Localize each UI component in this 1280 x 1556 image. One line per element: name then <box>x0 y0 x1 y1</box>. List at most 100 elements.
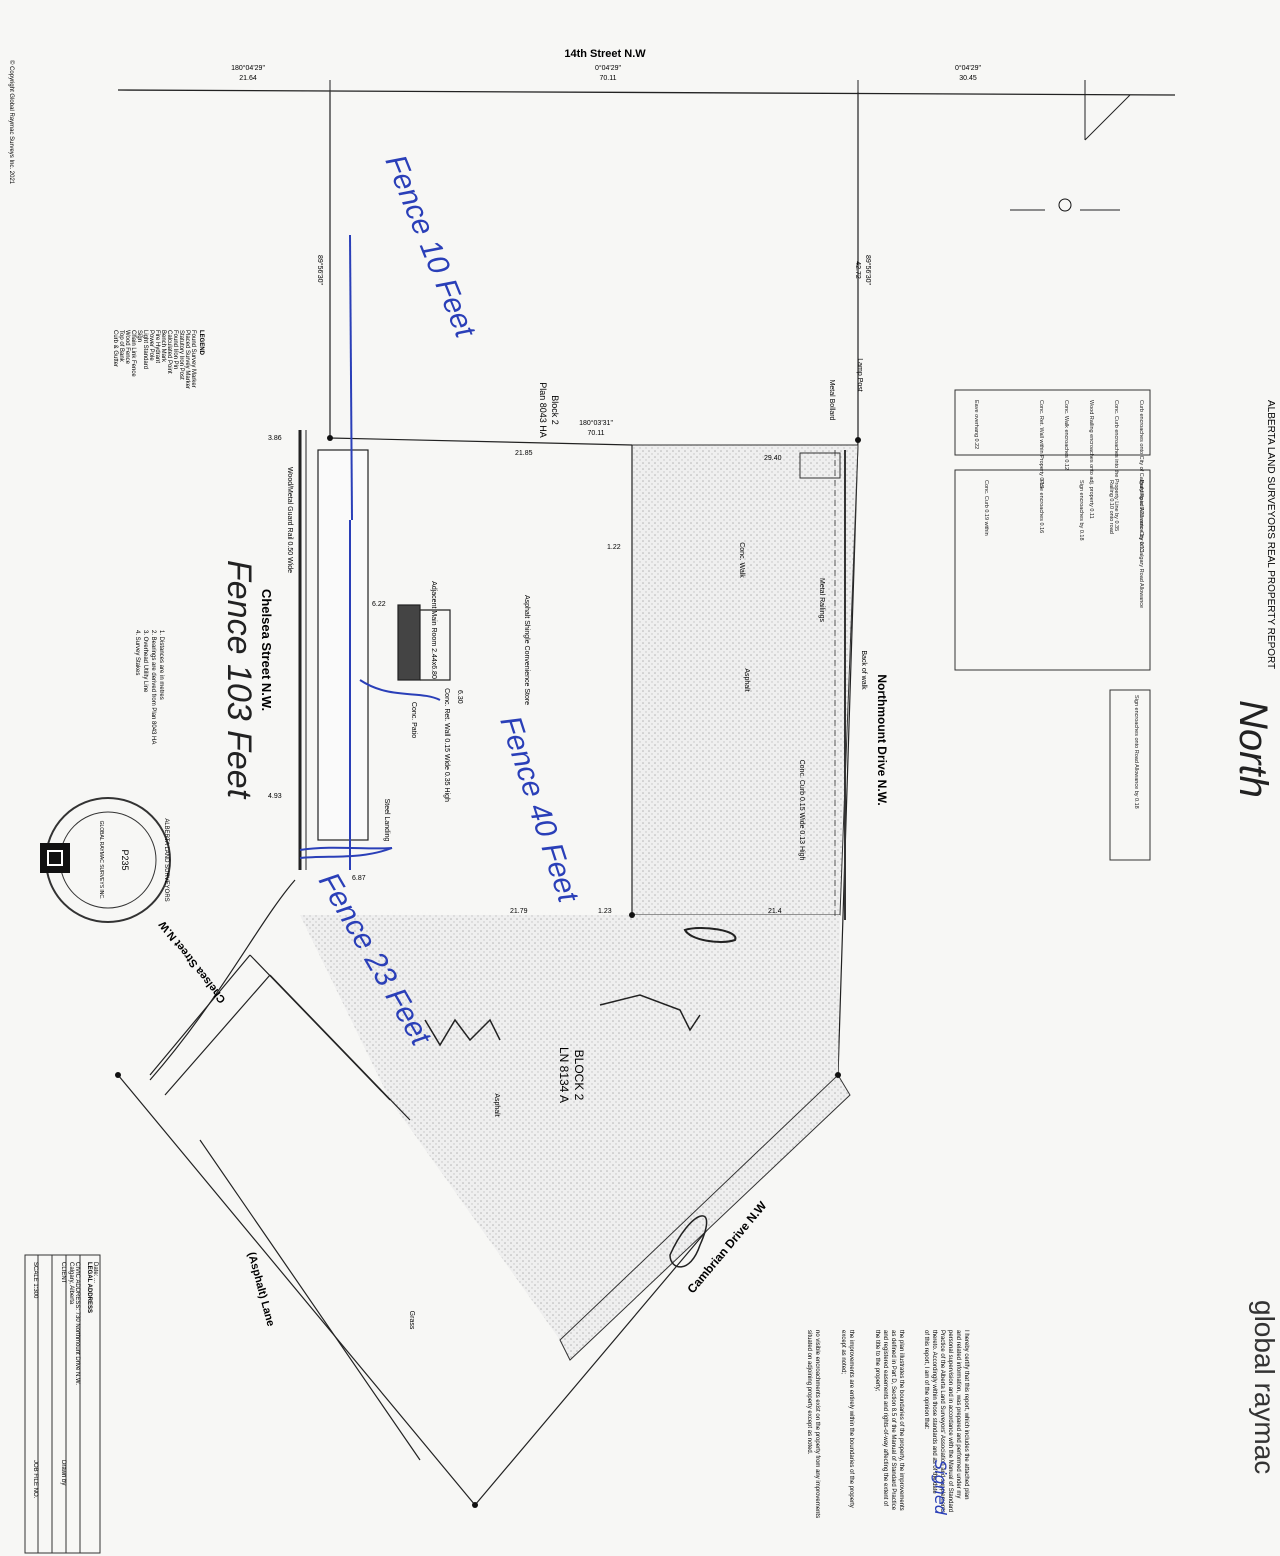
svg-text:Conc. Curb 0.15 Wide 0.13 High: Conc. Curb 0.15 Wide 0.13 High <box>798 760 805 861</box>
lot-block: BLOCK 2 <box>572 1050 586 1101</box>
svg-text:Practice of the Alberta Land S: Practice of the Alberta Land Surveyors' … <box>939 1330 945 1513</box>
street-chelsea: Chelsea Street N.W. <box>259 589 274 711</box>
svg-text:Light Standard: Light Standard <box>142 330 148 369</box>
svg-text:Curb encroaches onto City of C: Curb encroaches onto City of Calgary Roa… <box>1138 400 1144 552</box>
svg-text:Asphalt: Asphalt <box>743 668 750 691</box>
paved-lot-lower <box>300 915 840 1340</box>
svg-text:Signed: Signed <box>931 1460 950 1516</box>
svg-text:Bench Mark: Bench Mark <box>160 330 166 363</box>
svg-text:personal supervision and in ac: personal supervision and in accordance w… <box>947 1330 953 1512</box>
svg-text:4.93: 4.93 <box>268 793 282 800</box>
svg-text:Found Survey Marker: Found Survey Marker <box>190 330 196 388</box>
svg-text:Building is 0.22 onto City of: Building is 0.22 onto City of Calgary Ro… <box>1138 480 1144 608</box>
svg-text:and related information, was p: and related information, was prepared an… <box>955 1330 961 1498</box>
street-14th: 14th Street N.W <box>564 48 646 60</box>
svg-text:70.11: 70.11 <box>588 430 605 437</box>
svg-text:Asphalt Shingle Convenience St: Asphalt Shingle Convenience Store <box>523 595 530 705</box>
building <box>298 430 633 915</box>
feature-labels: Adjacent Main Room 2.44x6.80 Asphalt Shi… <box>286 358 867 1330</box>
svg-text:Sign encroaches by 0.18: Sign encroaches by 0.18 <box>1078 480 1084 541</box>
svg-text:Found Iron Pin: Found Iron Pin <box>172 330 178 369</box>
lot-plan: LN 8134 A <box>557 1047 571 1103</box>
svg-text:Eave overhang 0.22: Eave overhang 0.22 <box>973 400 979 449</box>
svg-text:Wood Railing encroaches onto a: Wood Railing encroaches onto adj. proper… <box>1088 400 1094 519</box>
svg-text:6.22: 6.22 <box>372 601 386 608</box>
svg-text:Fire Hydrant: Fire Hydrant <box>154 330 160 363</box>
svg-text:Curb & Gutter: Curb & Gutter <box>112 330 118 367</box>
svg-text:Metal Bollard: Metal Bollard <box>828 380 835 421</box>
note-north: North <box>1231 700 1275 798</box>
svg-text:42.72: 42.72 <box>854 261 861 279</box>
svg-text:3.86: 3.86 <box>268 435 282 442</box>
svg-text:except as noted;: except as noted; <box>840 1330 846 1374</box>
parcel-plan: Plan 8043 HA <box>538 382 548 438</box>
street-chelsea-lower: Chelsea Street N.W <box>156 918 228 1005</box>
street-lane: (Asphalt) Lane <box>245 1251 276 1328</box>
svg-text:1. Distances are in metres: 1. Distances are in metres <box>158 630 164 700</box>
notes-block: 1. Distances are in metres 2. Bearings a… <box>134 630 164 744</box>
svg-text:30.45: 30.45 <box>959 75 977 82</box>
svg-text:situated on adjoining property: situated on adjoining property except as… <box>806 1330 812 1455</box>
survey-markers <box>115 198 1072 1508</box>
svg-text:Date: ...: Date: ... <box>92 1262 98 1283</box>
svg-text:the title to the property;: the title to the property; <box>874 1330 880 1392</box>
encroach-boxes: Curb encroaches onto City of Calgary Roa… <box>954 389 1151 861</box>
svg-text:Sign encroaches onto Road Allo: Sign encroaches onto Road Allowance by 0… <box>1133 695 1139 809</box>
parcel-labels: Block 2 Plan 8043 HA BLOCK 2 LN 8134 A <box>538 382 586 1103</box>
svg-text:SCALE 1:300: SCALE 1:300 <box>32 1262 38 1299</box>
svg-text:the improvements are entirely: the improvements are entirely within the… <box>848 1330 854 1508</box>
svg-text:Calgary, Alberta: Calgary, Alberta <box>68 1262 74 1305</box>
certificate: I hereby certify that this report, which… <box>806 1330 969 1518</box>
svg-text:thereto. Accordingly within th: thereto. Accordingly within those standa… <box>931 1330 937 1494</box>
northmount-edge <box>799 450 846 920</box>
svg-text:Placed Survey Marker: Placed Survey Marker <box>184 330 190 389</box>
svg-text:Drawn by: Drawn by <box>60 1460 66 1485</box>
svg-text:no visible encroachments exist: no visible encroachments exist on the pr… <box>814 1330 820 1518</box>
svg-text:Chain Link Fence: Chain Link Fence <box>130 330 136 377</box>
svg-text:Conc. Walk encroaches 0.12: Conc. Walk encroaches 0.12 <box>1063 400 1069 470</box>
svg-text:Conc. Ret. Wall within Propert: Conc. Ret. Wall within Property 0.15 <box>1038 400 1044 488</box>
svg-text:21.79: 21.79 <box>510 908 528 915</box>
street-northmount: Northmount Drive N.W. <box>875 674 889 805</box>
svg-text:21.64: 21.64 <box>239 75 257 82</box>
svg-text:180°04'29": 180°04'29" <box>231 64 265 72</box>
svg-text:Adjacent Main Room 2.44x6.80: Adjacent Main Room 2.44x6.80 <box>430 581 437 679</box>
svg-text:180°03'31": 180°03'31" <box>579 419 613 427</box>
svg-text:Wood Fence: Wood Fence <box>124 330 130 365</box>
islands <box>424 994 701 1047</box>
dimension-labels: 21.85 21.79 6.22 4.93 6.87 3.86 6.30 1.2… <box>268 435 782 915</box>
svg-text:Railing 0.10 onto road: Railing 0.10 onto road <box>1108 480 1114 534</box>
svg-text:Wood/Metal Guard Rail 0.50 Wid: Wood/Metal Guard Rail 0.50 Wide <box>286 467 293 573</box>
title-strip: ALBERTA LAND SURVEYORS REAL PROPERTY REP… <box>1265 400 1276 669</box>
svg-text:6.30: 6.30 <box>456 690 463 704</box>
svg-text:as defined in Part D, Section: as defined in Part D, Section 8.5 of the… <box>890 1330 896 1511</box>
svg-text:21.85: 21.85 <box>515 450 533 457</box>
legend-block: LEGEND Found Survey Marker Placed Survey… <box>112 330 204 389</box>
svg-text:Calculated Point: Calculated Point <box>166 330 172 374</box>
fourteenth-street <box>117 80 1176 100</box>
svg-text:4. Survey Stakes: 4. Survey Stakes <box>134 630 140 675</box>
svg-text:70.11: 70.11 <box>600 75 617 82</box>
svg-text:21.4: 21.4 <box>768 908 782 915</box>
svg-text:LEGAL ADDRESS: LEGAL ADDRESS <box>86 1262 92 1313</box>
svg-text:29.40: 29.40 <box>764 455 782 462</box>
cambrian-curb <box>669 927 737 1268</box>
svg-text:89°56'30": 89°56'30" <box>864 255 872 285</box>
svg-text:P235: P235 <box>120 849 130 870</box>
svg-text:Conc. Curb encroaches into the: Conc. Curb encroaches into the Property … <box>1113 400 1119 531</box>
svg-text:6.87: 6.87 <box>352 875 366 882</box>
svg-text:0°04'29": 0°04'29" <box>595 64 622 72</box>
svg-text:I hereby certify that this rep: I hereby certify that this report, which… <box>963 1330 969 1499</box>
svg-text:and registered easements and r: and registered easements and rights-of-w… <box>882 1330 888 1506</box>
svg-text:Back of walk: Back of walk <box>860 650 867 690</box>
svg-text:Pole encroaches 0.16: Pole encroaches 0.16 <box>1038 480 1044 533</box>
svg-text:Conc. Walk: Conc. Walk <box>738 542 745 578</box>
svg-text:89°56'30": 89°56'30" <box>316 255 324 285</box>
svg-text:Conc. Patio: Conc. Patio <box>410 702 417 738</box>
note-fence-left: Fence 103 Feet <box>220 560 258 800</box>
svg-text:CLIENT: CLIENT <box>60 1262 66 1284</box>
svg-text:Steel Landing: Steel Landing <box>383 799 390 842</box>
svg-text:Metal Railings: Metal Railings <box>818 578 825 622</box>
bearing-labels: 180°04'29" 21.64 0°04'29" 70.11 0°04'29"… <box>231 64 981 437</box>
